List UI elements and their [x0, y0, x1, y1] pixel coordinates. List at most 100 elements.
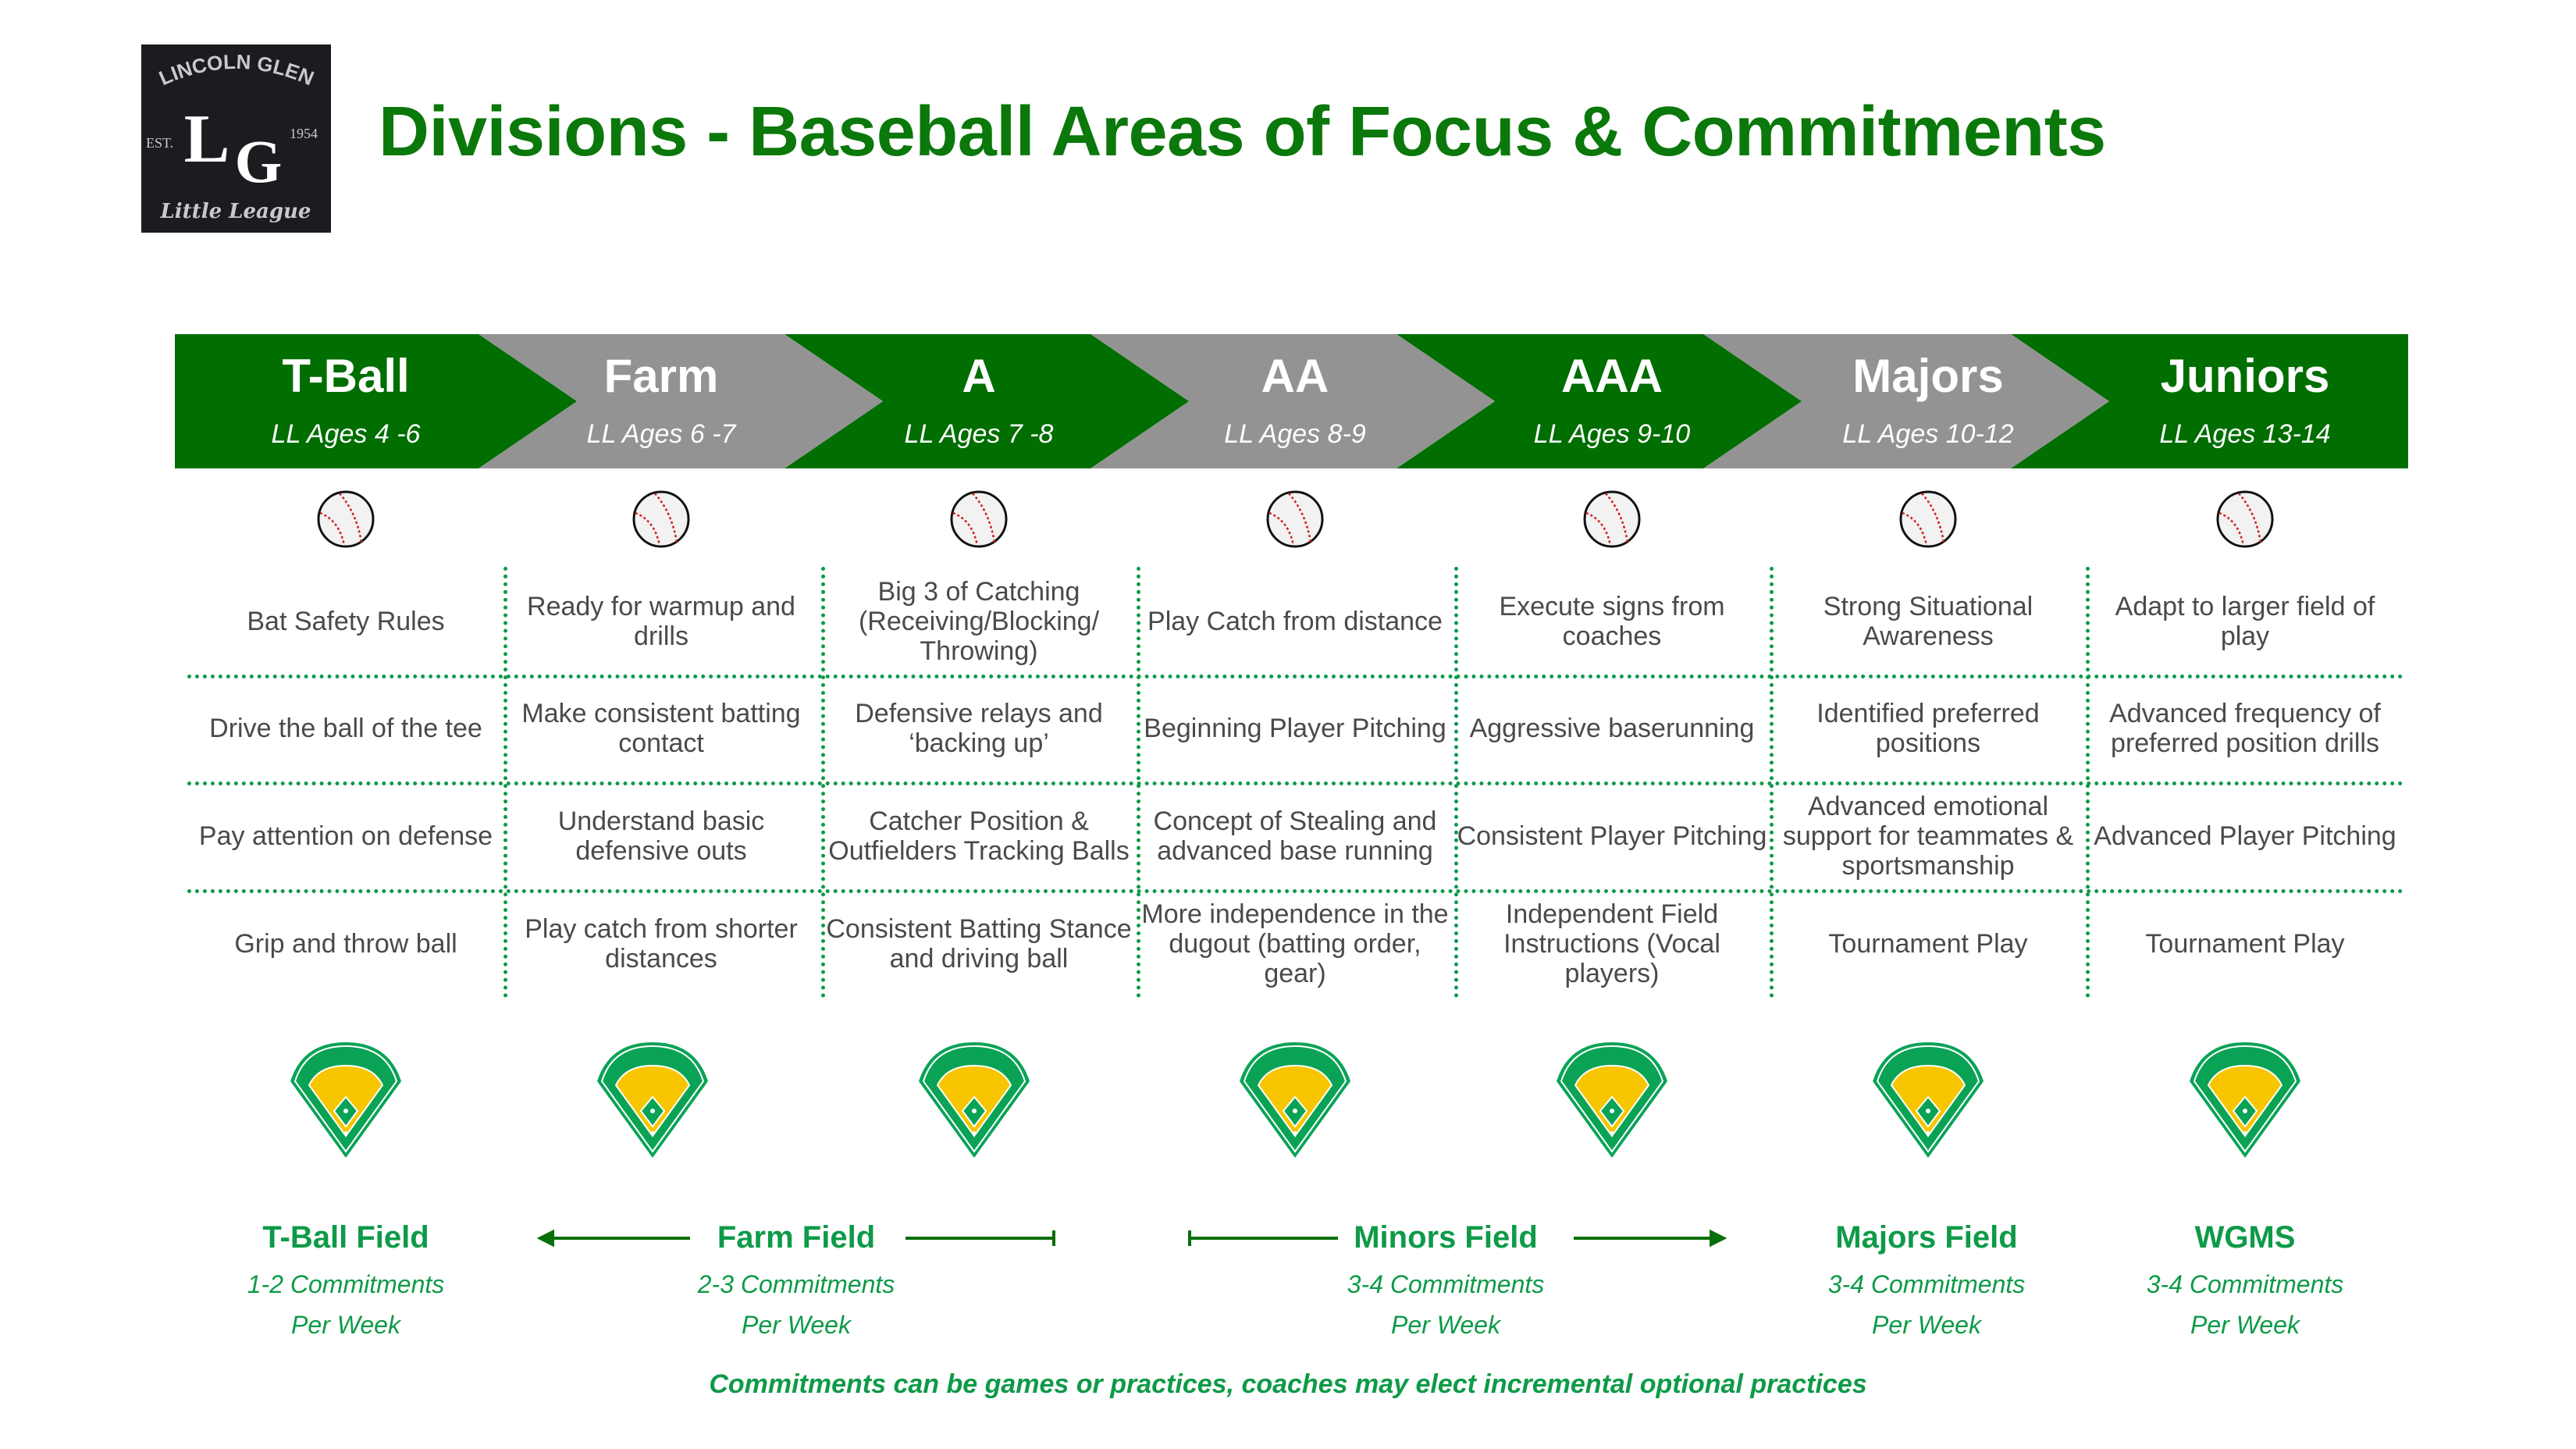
chevron-farm: [479, 334, 883, 468]
baseball-icon: [1582, 490, 1642, 549]
division-name: Farm: [603, 350, 719, 402]
focus-cell: Consistent Batting Stance and driving ba…: [826, 914, 1132, 974]
chevron-juniors: [2011, 334, 2408, 468]
field-name: T-Ball Field: [262, 1220, 429, 1255]
focus-cell: Drive the ball of the tee: [209, 714, 482, 743]
division-name: Juniors: [2160, 350, 2330, 402]
baseball-field-icon: [594, 1042, 711, 1159]
division-ages: LL Ages 10-12: [1842, 419, 2014, 449]
focus-cell: Concept of Stealing and advanced base ru…: [1153, 806, 1437, 866]
field-commitments: 3-4 Commitments: [2146, 1270, 2344, 1298]
field-commitments: 1-2 Commitments: [247, 1270, 445, 1298]
field-name: WGMS: [2194, 1220, 2296, 1255]
row-divider: [187, 889, 2404, 893]
footnote: Commitments can be games or practices, c…: [709, 1369, 1867, 1399]
focus-cell: Bat Safety Rules: [247, 607, 445, 636]
focus-cell: Execute signs from coaches: [1499, 592, 1725, 651]
division-name: AAA: [1561, 350, 1663, 402]
division-ages: LL Ages 4 -6: [271, 419, 421, 449]
arrow-left-icon: [536, 1229, 554, 1248]
field-per-week: Per Week: [742, 1311, 851, 1339]
baseball-icon: [2215, 490, 2275, 549]
svg-text:EST.: EST.: [146, 135, 173, 151]
focus-cell: Play catch from shorter distances: [525, 914, 798, 974]
field-per-week: Per Week: [2190, 1311, 2300, 1339]
baseball-icon: [1265, 490, 1325, 549]
focus-cell: Grip and throw ball: [234, 929, 457, 959]
focus-cell: Tournament Play: [1828, 929, 2028, 959]
svg-text:Little League: Little League: [160, 200, 311, 223]
focus-cell: Advanced frequency of preferred position…: [2109, 699, 2381, 758]
focus-cell: Defensive relays and ‘backing up’: [855, 699, 1103, 758]
baseball-field-icon: [287, 1042, 404, 1159]
baseball-icon: [632, 490, 691, 549]
focus-cell: Advanced emotional support for teammates…: [1782, 792, 2074, 881]
focus-cell: Big 3 of Catching (Receiving/Blocking/ T…: [858, 577, 1100, 666]
baseball-field-icon: [916, 1042, 1033, 1159]
column-divider: [1454, 567, 1458, 998]
field-commitments: 2-3 Commitments: [697, 1270, 895, 1298]
chevron-majors: [1703, 334, 2109, 468]
division-name: AA: [1261, 350, 1329, 402]
focus-cell: Tournament Play: [2145, 929, 2345, 959]
column-divider: [2086, 567, 2090, 998]
range-arrows: [0, 1223, 2576, 1254]
focus-cell: Make consistent batting contact: [521, 699, 801, 758]
arrow-right-icon: [1710, 1229, 1727, 1248]
column-divider: [821, 567, 825, 998]
league-logo: LINCOLN GLEN L G EST. 1954 Little League: [141, 45, 331, 233]
chevron-tball: [175, 334, 577, 468]
chevron-aaa: [1397, 334, 1802, 468]
field-commitments: 3-4 Commitments: [1827, 1270, 2026, 1298]
column-divider: [1770, 567, 1774, 998]
chevron-a: [785, 334, 1189, 468]
page-title: Divisions - Baseball Areas of Focus & Co…: [379, 93, 2106, 171]
division-ages: LL Ages 6 -7: [586, 419, 736, 449]
chevron-aa: [1091, 334, 1495, 468]
division-ages: LL Ages 7 -8: [904, 419, 1054, 449]
focus-cell: Adapt to larger field of play: [2115, 592, 2375, 651]
division-ages: LL Ages 8-9: [1224, 419, 1366, 449]
baseball-field-icon: [1236, 1042, 1354, 1159]
field-name: Farm Field: [717, 1220, 876, 1255]
division-ages: LL Ages 13-14: [2159, 419, 2331, 449]
field-per-week: Per Week: [1391, 1311, 1500, 1339]
field-commitments: 3-4 Commitments: [1347, 1270, 1545, 1298]
baseball-field-icon: [1553, 1042, 1670, 1159]
svg-text:1954: 1954: [290, 126, 318, 141]
row-divider: [187, 781, 2404, 785]
row-divider: [187, 675, 2404, 678]
focus-cell: Aggressive baserunning: [1469, 714, 1755, 743]
focus-cell: Independent Field Instructions (Vocal pl…: [1503, 899, 1720, 988]
division-ages: LL Ages 9-10: [1533, 419, 1691, 449]
column-divider: [503, 567, 507, 998]
svg-text:LINCOLN GLEN: LINCOLN GLEN: [155, 50, 317, 91]
field-per-week: Per Week: [291, 1311, 400, 1339]
focus-cell: Advanced Player Pitching: [2094, 821, 2396, 851]
division-name: Majors: [1852, 350, 2004, 402]
division-name: T-Ball: [282, 350, 410, 402]
svg-text:L: L: [184, 101, 230, 177]
svg-text:G: G: [235, 127, 283, 195]
division-banner: [175, 334, 2408, 468]
focus-cell: Pay attention on defense: [198, 821, 493, 851]
focus-cell: Ready for warmup and drills: [527, 592, 795, 651]
focus-cell: Strong Situational Awareness: [1823, 592, 2033, 651]
focus-cell: Beginning Player Pitching: [1144, 714, 1446, 743]
field-name: Minors Field: [1354, 1220, 1538, 1255]
focus-cell: Understand basic defensive outs: [557, 806, 765, 866]
field-per-week: Per Week: [1872, 1311, 1981, 1339]
focus-cell: Play Catch from distance: [1147, 607, 1443, 636]
baseball-field-icon: [1870, 1042, 1987, 1159]
baseball-icon: [316, 490, 375, 549]
baseball-icon: [949, 490, 1009, 549]
baseball-field-icon: [2186, 1042, 2304, 1159]
column-divider: [1137, 567, 1140, 998]
baseball-icon: [1898, 490, 1958, 549]
focus-cell: More independence in the dugout (batting…: [1141, 899, 1449, 988]
focus-cell: Catcher Position & Outfielders Tracking …: [828, 806, 1130, 866]
field-name: Majors Field: [1835, 1220, 2018, 1255]
focus-cell: Consistent Player Pitching: [1457, 821, 1767, 851]
focus-cell: Identified preferred positions: [1816, 699, 2040, 758]
division-name: A: [962, 350, 996, 402]
